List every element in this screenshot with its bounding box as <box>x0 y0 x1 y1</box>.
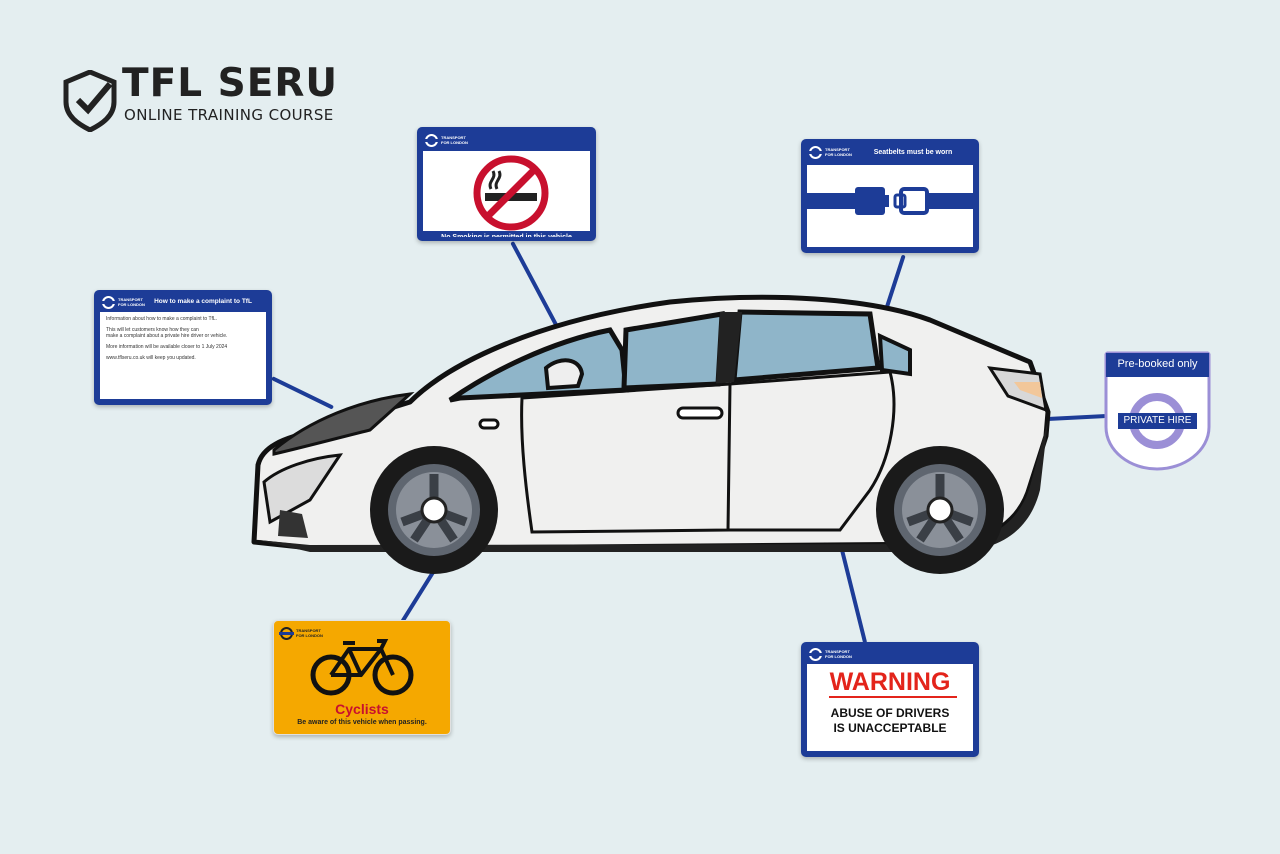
tfl-header-text: TRANSPORT FOR LONDON <box>825 649 852 659</box>
tfl-header: TRANSPORT FOR LONDON <box>279 627 326 640</box>
complaint-line-2-text: This will let customers know how they ca… <box>106 327 199 333</box>
complaint-title: How to make a complaint to TfL <box>154 298 252 305</box>
bicycle-icon <box>310 639 414 696</box>
tfl-roundel-icon <box>101 296 116 309</box>
no-smoking-caption: No Smoking is permitted in this vehicle <box>441 234 572 241</box>
no-smoking-sign: TRANSPORT FOR LONDON No Smoking is permi… <box>417 127 596 241</box>
tfl-header-text: TRANSPORT FOR LONDON <box>825 147 852 157</box>
cyclists-sign: TRANSPORT FOR LONDON Cyclists Be aware o… <box>273 620 451 735</box>
complaint-line-3: make a complaint about a private hire dr… <box>106 333 228 339</box>
tfl-header-text: TRANSPORT FOR LONDON <box>296 628 323 638</box>
tfl-roundel-icon <box>424 134 439 147</box>
warning-panel: WARNING ABUSE OF DRIVERS IS UNACCEPTABLE <box>807 664 973 751</box>
cyclists-title: Cyclists <box>335 701 389 717</box>
warning-title: WARNING <box>829 668 951 696</box>
complaint-line-2: This will let customers know how they ca… <box>106 327 260 333</box>
complaint-line-5: www.tflseru.co.uk will keep you updated. <box>106 355 196 361</box>
seatbelt-sign: TRANSPORT FOR LONDON Seatbelts must be w… <box>801 139 979 253</box>
private-hire-label: PRIVATE HIRE <box>1123 415 1192 426</box>
seatbelt-title: Seatbelts must be worn <box>873 149 953 156</box>
tfl-header: TRANSPORT FOR LONDON <box>808 146 855 159</box>
tfl-header: TRANSPORT FOR LONDON <box>808 648 855 661</box>
car-illustration <box>251 294 1051 574</box>
no-smoking-panel <box>423 151 590 231</box>
logo-brand-text: TFL SERU <box>122 61 339 106</box>
tfl-roundel-icon <box>279 627 294 640</box>
seatbelt-panel <box>807 165 975 247</box>
seatbelt-buckle-icon <box>807 187 975 215</box>
complaint-body: Information about how to make a complain… <box>100 312 266 399</box>
cyclists-caption: Be aware of this vehicle when passing. <box>297 719 427 726</box>
private-hire-top-text: Pre-booked only <box>1117 358 1198 370</box>
complaint-line-1: Information about how to make a complain… <box>106 316 218 322</box>
warning-underline <box>829 696 957 698</box>
complaint-sign: TRANSPORT FOR LONDON How to make a compl… <box>94 290 272 405</box>
tfl-header-text: TRANSPORT FOR LONDON <box>118 297 145 307</box>
private-hire-sign: Pre-booked only PRIVATE HIRE <box>1104 351 1211 471</box>
warning-sign: TRANSPORT FOR LONDON WARNING ABUSE OF DR… <box>801 642 979 757</box>
warning-line-2: IS UNACCEPTABLE <box>833 721 947 735</box>
complaint-line-4: More information will be available close… <box>106 344 228 350</box>
tfl-seru-logo: TFL SERU ONLINE TRAINING COURSE <box>62 64 352 132</box>
logo-tagline: ONLINE TRAINING COURSE <box>124 106 334 124</box>
private-hire-shield <box>1104 351 1211 471</box>
tfl-roundel-icon <box>808 146 823 159</box>
shield-check-icon <box>63 70 117 132</box>
tfl-header-text: TRANSPORT FOR LONDON <box>441 135 468 145</box>
warning-line-1: ABUSE OF DRIVERS <box>830 706 950 720</box>
tfl-header: TRANSPORT FOR LONDON <box>101 296 148 309</box>
tfl-header: TRANSPORT FOR LONDON <box>424 134 471 147</box>
tfl-roundel-icon <box>808 648 823 661</box>
no-smoking-icon <box>473 155 549 231</box>
